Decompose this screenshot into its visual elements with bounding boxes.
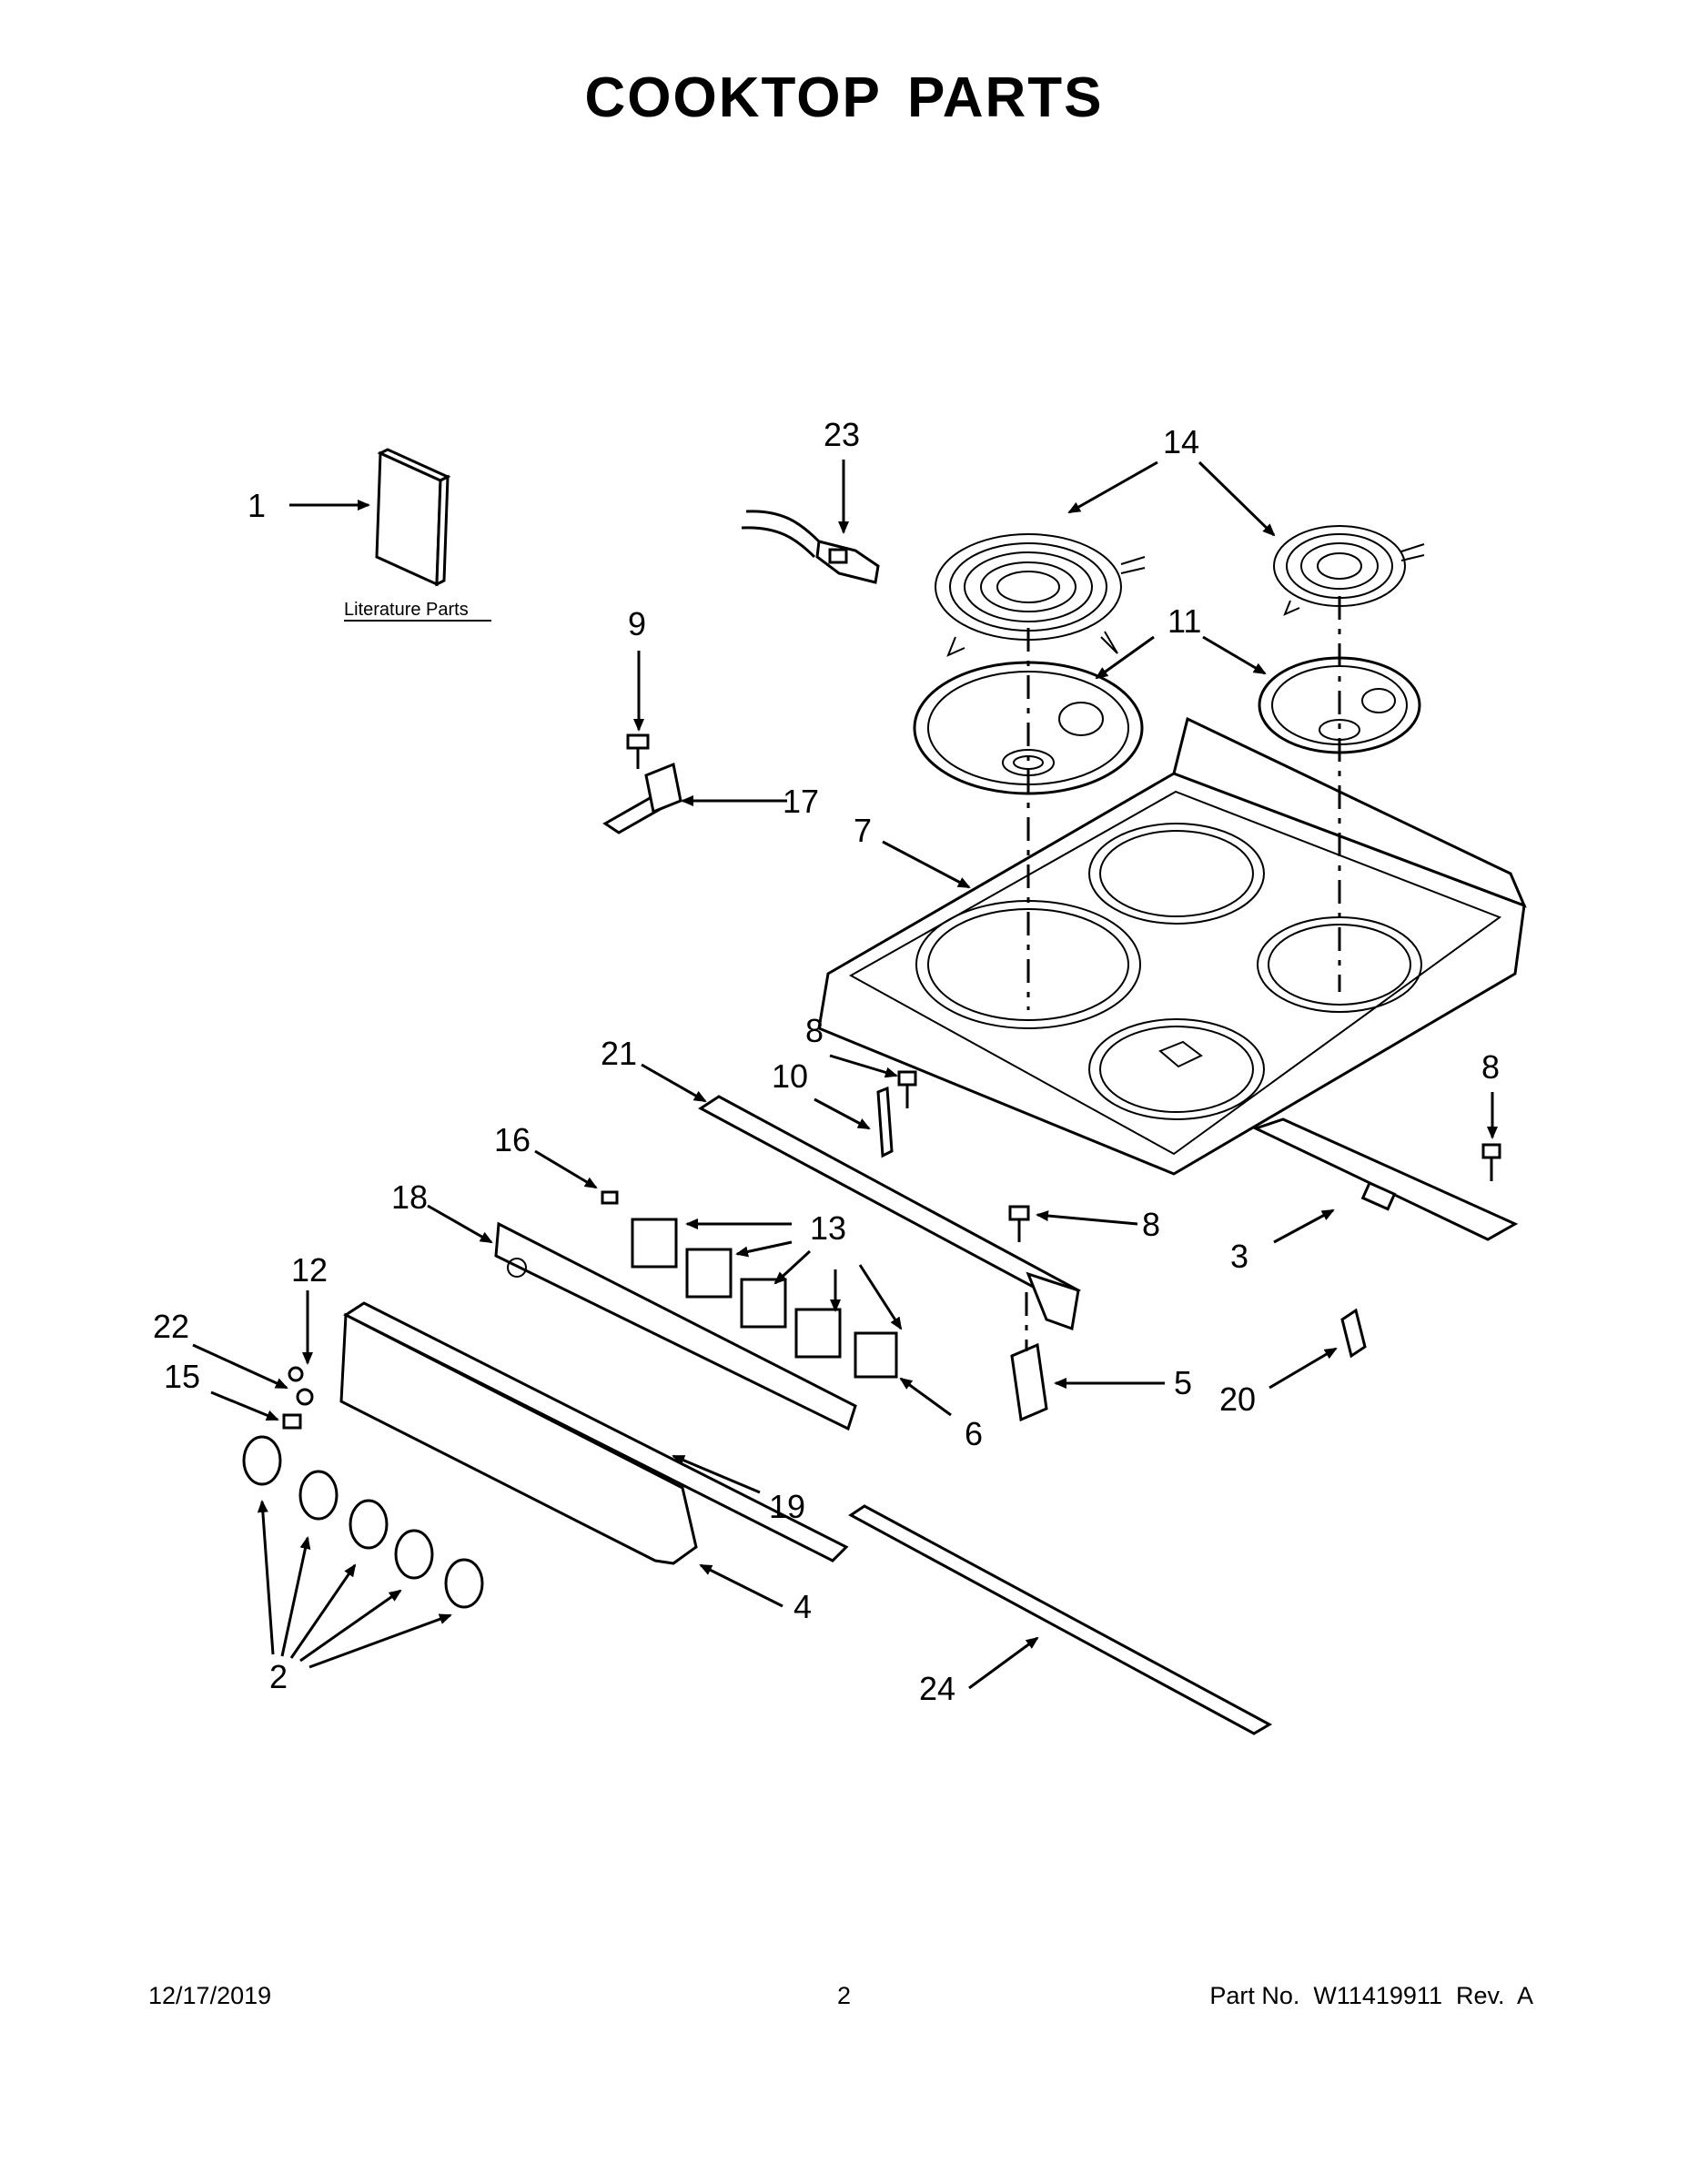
control-knob <box>242 1435 484 1609</box>
callout-15: 15 <box>164 1358 200 1395</box>
infinite-switch <box>631 1218 842 1359</box>
callout-2: 2 <box>269 1658 288 1695</box>
callout-21: 21 <box>601 1035 637 1072</box>
small-hardware <box>282 1366 314 1430</box>
callout-6: 6 <box>965 1415 983 1452</box>
callout-18: 18 <box>391 1178 428 1216</box>
callout-13: 13 <box>810 1209 846 1247</box>
callout-1: 1 <box>248 487 266 524</box>
rear-bracket <box>1252 1117 1519 1241</box>
literature-parts-label: Literature Parts <box>344 600 469 620</box>
callout-23: 23 <box>824 416 860 453</box>
callout-11: 11 <box>1167 602 1201 640</box>
terminal-block-wire <box>741 510 880 584</box>
callout-16: 16 <box>494 1121 531 1158</box>
callout-19: 19 <box>769 1488 805 1525</box>
screw-8-center <box>897 1070 917 1108</box>
screw-9 <box>626 733 650 769</box>
callout-8-right: 8 <box>1481 1048 1500 1086</box>
callout-3: 3 <box>1230 1238 1248 1275</box>
cooktop-main-top <box>817 716 1527 1176</box>
callout-8-lower: 8 <box>1142 1206 1160 1243</box>
callout-5: 5 <box>1174 1364 1192 1401</box>
surface-element-small <box>1273 525 1425 616</box>
callout-22: 22 <box>153 1308 189 1345</box>
footer-page-number: 2 <box>836 1982 852 2009</box>
callout-7: 7 <box>854 812 872 849</box>
indicator-light-16 <box>601 1190 619 1205</box>
control-bracket-18 <box>494 1221 857 1431</box>
callout-9: 9 <box>628 605 646 642</box>
callout-8-center: 8 <box>805 1012 824 1049</box>
screw-8-lower <box>1008 1205 1030 1242</box>
callout-14: 14 <box>1163 423 1199 460</box>
wire-clip-20 <box>1340 1308 1367 1359</box>
switch-6 <box>854 1331 898 1379</box>
control-console-4 <box>339 1301 849 1565</box>
footer-part-number: Part No. W11419911 Rev. A <box>1209 1982 1533 2009</box>
literature-booklet: Literature Parts <box>344 448 491 622</box>
callout-17: 17 <box>783 783 819 820</box>
leader-lines <box>192 460 1498 1690</box>
mounting-bracket-17 <box>602 762 682 834</box>
mounting-block-5 <box>1010 1292 1048 1422</box>
callout-20: 20 <box>1219 1380 1256 1418</box>
clip-10 <box>876 1086 894 1158</box>
callout-12: 12 <box>291 1251 328 1289</box>
surface-element-large <box>935 533 1146 657</box>
front-bracket-21 <box>698 1095 1082 1331</box>
footer-date: 12/17/2019 <box>148 1982 272 2009</box>
bottom-strip-24 <box>848 1504 1273 1735</box>
page-title: COOKTOP PARTS <box>584 66 1104 129</box>
callout-24: 24 <box>919 1670 955 1707</box>
callout-4: 4 <box>793 1588 812 1625</box>
screw-8-right <box>1481 1143 1501 1181</box>
callout-10: 10 <box>772 1057 808 1095</box>
